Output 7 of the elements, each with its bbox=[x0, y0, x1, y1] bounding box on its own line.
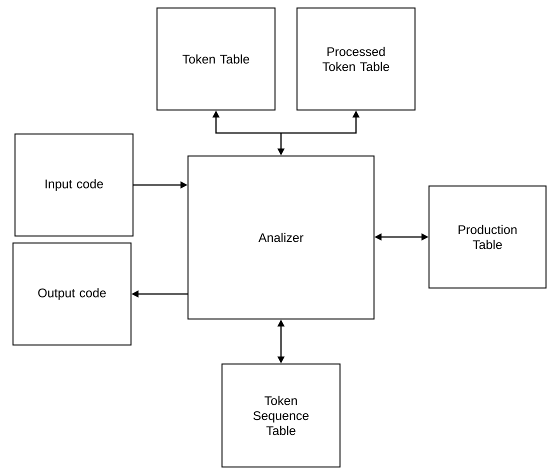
table-box: Token Sequence Table bbox=[222, 364, 340, 468]
table-box: Processed Token Table bbox=[296, 8, 416, 110]
process-box: Analizer bbox=[188, 156, 374, 320]
table-box: Output code bbox=[12, 242, 132, 346]
table-box: Production Table bbox=[428, 186, 546, 288]
table-box: Token Table bbox=[156, 8, 276, 110]
table-box: Input code bbox=[14, 134, 134, 236]
